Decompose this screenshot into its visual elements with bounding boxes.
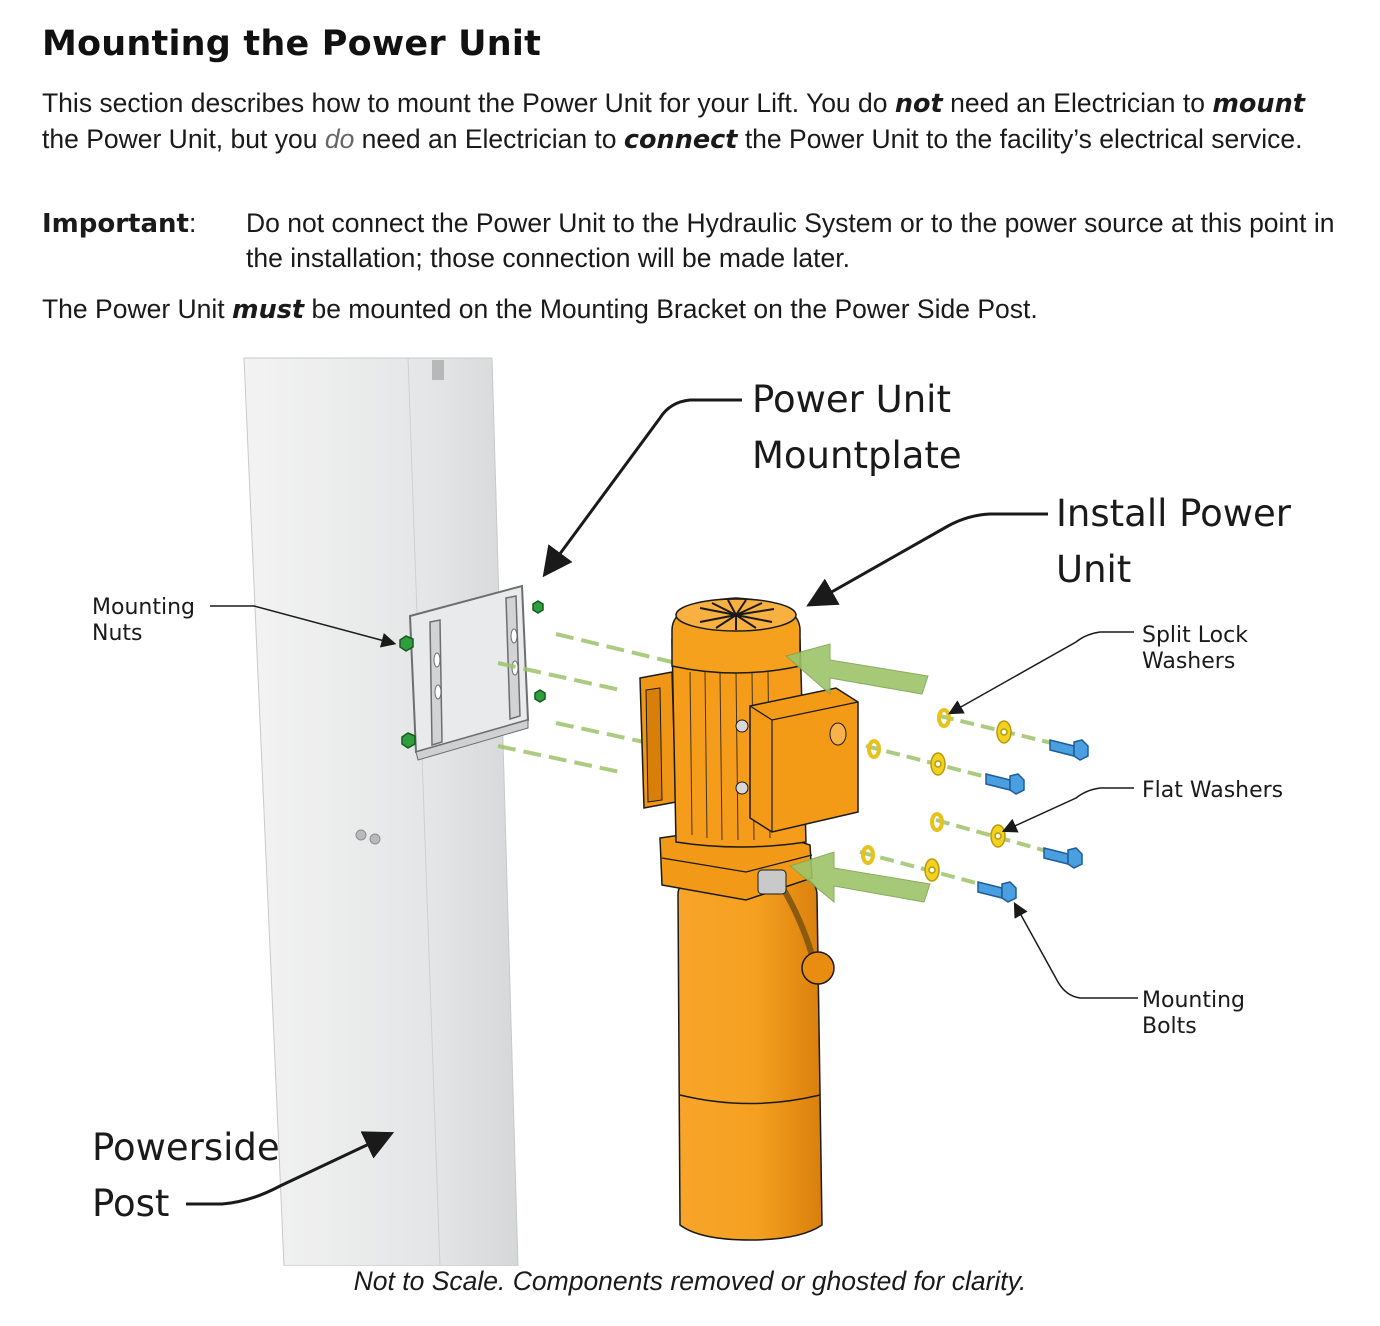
intro-paragraph: This section describes how to mount the … [42, 88, 1305, 155]
flat-washers [924, 720, 1012, 882]
label-mountplate-line1: Power Unit [752, 378, 951, 421]
emphasis-connect: connect [623, 125, 738, 155]
emphasis-must: must [232, 295, 305, 325]
install-direction-arrows [784, 643, 931, 904]
label-install-line1: Install Power [1056, 492, 1292, 535]
power-unit-mounting-diagram: Power Unit Mountplate Install Power Unit… [92, 357, 1292, 1266]
label-install-line2: Unit [1056, 548, 1131, 591]
label-lock-line1: Split Lock [1142, 623, 1248, 648]
split-lock-washers [861, 708, 951, 865]
label-post-line1: Powerside [92, 1126, 280, 1169]
mounting-bolts [977, 739, 1089, 903]
ghost-lines-bracket [497, 632, 673, 774]
powerside-post [243, 357, 519, 1266]
label-bolts-line1: Mounting [1142, 988, 1245, 1013]
mounting-nuts [399, 600, 546, 749]
label-nuts-line1: Mounting [92, 595, 195, 620]
figure-caption: Not to Scale. Components removed or ghos… [353, 1266, 1027, 1296]
label-flat-washers: Flat Washers [1142, 778, 1283, 803]
page-title: Mounting the Power Unit [42, 24, 542, 64]
callout-leaders [186, 398, 1138, 1206]
label-post-line2: Post [92, 1182, 169, 1225]
important-label: Important: [42, 208, 197, 239]
label-nuts-line2: Nuts [92, 621, 143, 646]
mountplate-bracket [408, 584, 530, 761]
ghost-lines-bolts [859, 714, 1057, 886]
label-lock-line2: Washers [1142, 649, 1235, 674]
label-bolts-line2: Bolts [1142, 1014, 1197, 1039]
power-unit [639, 597, 859, 1241]
important-text: Do not connect the Power Unit to the Hyd… [246, 208, 1335, 273]
requirement-paragraph: The Power Unit must be mounted on the Mo… [42, 294, 1038, 325]
emphasis-do: do [324, 124, 355, 154]
emphasis-not: not [894, 89, 943, 119]
emphasis-mount: mount [1212, 89, 1305, 119]
label-mountplate-line2: Mountplate [752, 434, 962, 477]
